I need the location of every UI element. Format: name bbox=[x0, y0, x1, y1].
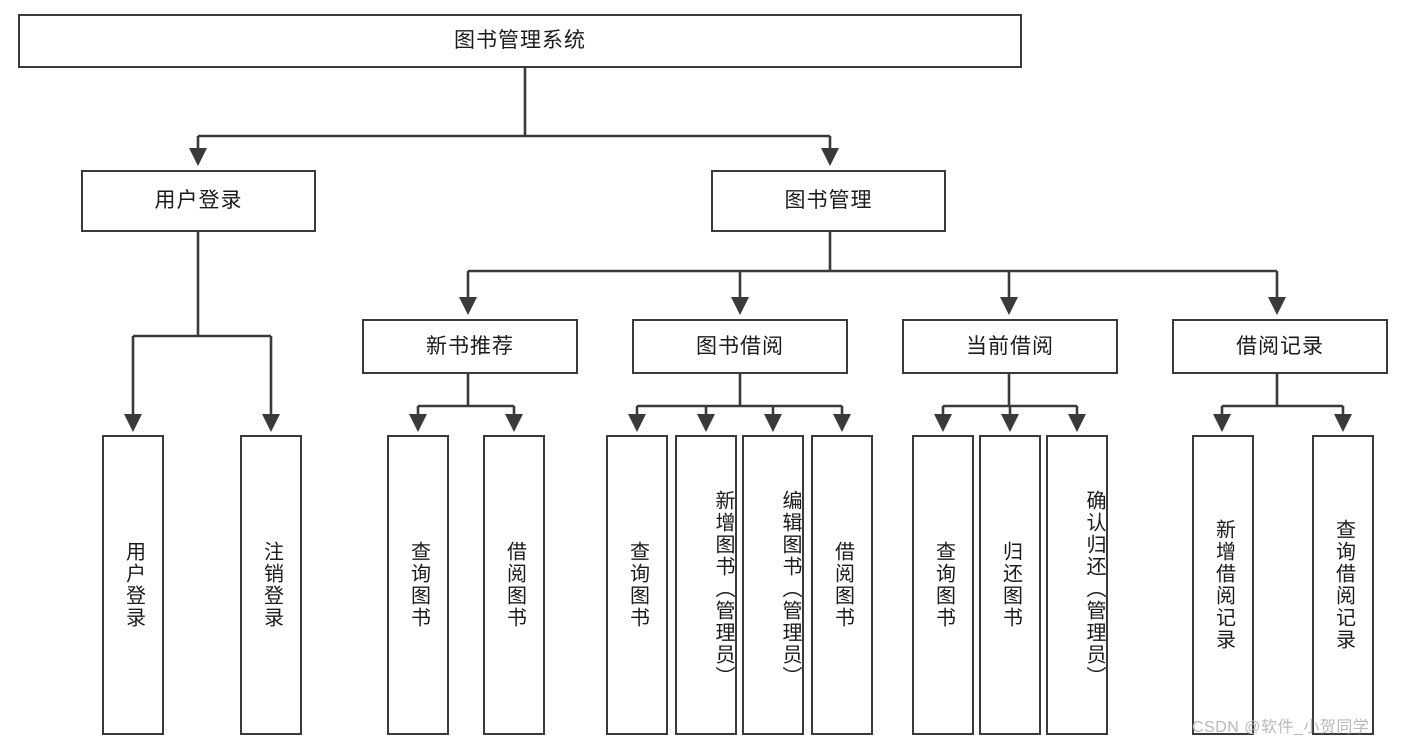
node-book-borrow[interactable]: 图书借阅 bbox=[632, 319, 848, 374]
node-root-book-management-system[interactable]: 图书管理系统 bbox=[18, 14, 1022, 68]
leaf-query-borrow-record[interactable]: 查询借阅记录 bbox=[1312, 435, 1374, 735]
node-label: 归还图书 bbox=[999, 541, 1022, 629]
node-label: 查询借阅记录 bbox=[1332, 519, 1355, 651]
leaf-user-login[interactable]: 用户登录 bbox=[102, 435, 164, 735]
node-label: 新增借阅记录 bbox=[1212, 519, 1235, 651]
leaf-query-books-borrow[interactable]: 查询图书 bbox=[606, 435, 668, 735]
node-borrow-record[interactable]: 借阅记录 bbox=[1172, 319, 1388, 374]
leaf-edit-book-admin[interactable]: 编辑图书（管理员） bbox=[742, 435, 804, 735]
node-label: 确认归还（管理员） bbox=[1083, 490, 1105, 688]
node-label: 用户登录 bbox=[154, 189, 243, 213]
node-label: 当前借阅 bbox=[966, 334, 1054, 358]
node-label: 新增图书（管理员） bbox=[712, 490, 734, 688]
node-label: 新书推荐 bbox=[426, 334, 514, 358]
watermark-text: CSDN @软件_小贺同学 bbox=[1192, 719, 1370, 736]
leaf-confirm-return-admin[interactable]: 确认归还（管理员） bbox=[1046, 435, 1108, 735]
node-label: 注销登录 bbox=[260, 541, 283, 629]
node-current-borrow[interactable]: 当前借阅 bbox=[902, 319, 1118, 374]
leaf-borrow-books-borrow[interactable]: 借阅图书 bbox=[811, 435, 873, 735]
leaf-logout-login[interactable]: 注销登录 bbox=[240, 435, 302, 735]
node-label: 借阅图书 bbox=[503, 541, 526, 629]
node-user-login[interactable]: 用户登录 bbox=[81, 170, 316, 232]
leaf-add-borrow-record[interactable]: 新增借阅记录 bbox=[1192, 435, 1254, 735]
node-label: 借阅记录 bbox=[1236, 334, 1324, 358]
node-label: 图书管理 bbox=[784, 189, 873, 213]
leaf-query-books-current[interactable]: 查询图书 bbox=[912, 435, 974, 735]
node-label: 查询图书 bbox=[626, 541, 649, 629]
node-book-management[interactable]: 图书管理 bbox=[711, 170, 946, 232]
leaf-query-books-recommend[interactable]: 查询图书 bbox=[387, 435, 449, 735]
node-new-book-recommend[interactable]: 新书推荐 bbox=[362, 319, 578, 374]
leaf-return-book[interactable]: 归还图书 bbox=[979, 435, 1041, 735]
node-label: 编辑图书（管理员） bbox=[779, 490, 801, 688]
node-label: 图书借阅 bbox=[696, 334, 784, 358]
node-label: 查询图书 bbox=[932, 541, 955, 629]
node-label: 用户登录 bbox=[122, 541, 145, 629]
leaf-borrow-books-recommend[interactable]: 借阅图书 bbox=[483, 435, 545, 735]
node-label: 图书管理系统 bbox=[454, 29, 586, 53]
node-label: 借阅图书 bbox=[831, 541, 854, 629]
node-label: 查询图书 bbox=[407, 541, 430, 629]
leaf-add-book-admin[interactable]: 新增图书（管理员） bbox=[675, 435, 737, 735]
